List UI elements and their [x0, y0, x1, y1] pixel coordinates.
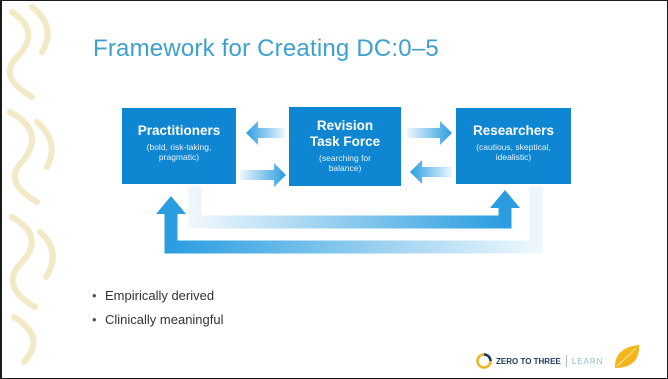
arrow-loop-to-practitioners	[164, 186, 543, 254]
arrow-left-1	[246, 121, 285, 145]
org-name: ZERO TO THREE	[496, 356, 561, 366]
bullet-text: Clinically meaningful	[105, 312, 224, 327]
practitioners-box: Practitioners (bold, risk-taking, pragma…	[122, 108, 236, 184]
arrow-right-1	[240, 163, 286, 187]
logo-divider	[565, 355, 567, 367]
researchers-box: Researchers (cautious, skeptical, ideali…	[456, 108, 571, 184]
arrow-left-2	[410, 160, 452, 184]
arrow-loop-to-researchers	[188, 186, 512, 229]
bullet-list: •Empirically derived •Clinically meaning…	[92, 284, 224, 332]
bullet-item: •Clinically meaningful	[92, 312, 224, 327]
revision-task-force-subtitle: (searching for balance)	[319, 153, 371, 173]
bullet-text: Empirically derived	[105, 288, 215, 303]
revision-task-force-box: Revision Task Force (searching for balan…	[289, 107, 401, 186]
leaf-icon	[614, 345, 640, 368]
researchers-title: Researchers	[472, 123, 555, 138]
arrow-right-2	[407, 121, 452, 145]
learn-label: LEARN	[571, 356, 604, 366]
bullet-item: •Empirically derived	[92, 288, 215, 303]
practitioners-title: Practitioners	[137, 123, 221, 138]
zero-to-three-logo-icon	[476, 353, 492, 369]
researchers-subtitle: (cautious, skeptical, idealistic)	[476, 142, 551, 162]
decorative-side-pattern	[6, 4, 56, 365]
zero-to-three-learn-logo: ZERO TO THREE LEARN	[476, 352, 603, 370]
practitioners-subtitle: (bold, risk-taking, pragmatic)	[146, 142, 212, 162]
slide-title: Framework for Creating DC:0–5	[93, 35, 439, 62]
revision-task-force-title: Revision Task Force	[309, 118, 381, 149]
